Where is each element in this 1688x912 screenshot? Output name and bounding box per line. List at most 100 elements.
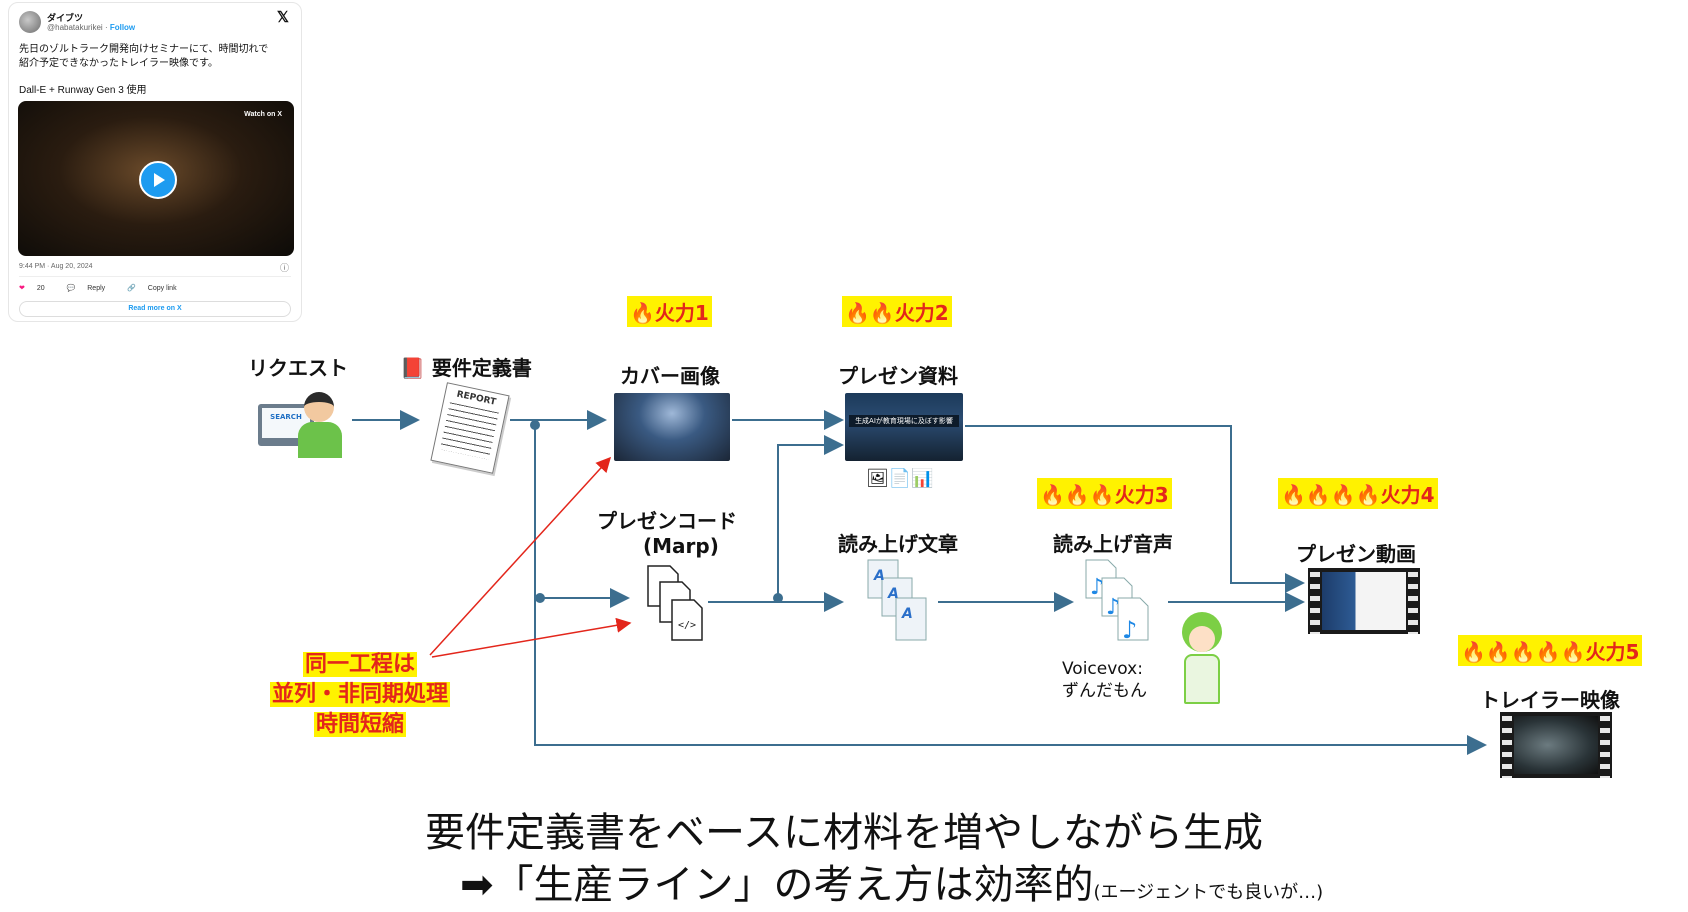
tweet-author-handle: @habatakurikei · Follow — [47, 23, 136, 32]
request-label: リクエスト — [248, 356, 348, 380]
fire-icon: 🔥🔥🔥🔥 — [1281, 483, 1381, 507]
fire-icon: 🔥 — [630, 301, 655, 325]
bottom-conclusion: ➡「生産ライン」の考え方は効率的(エージェントでも良いが…) — [460, 852, 1323, 910]
fire-icon: 🔥🔥🔥 — [1040, 483, 1115, 507]
fire-badge-1-label: 火力1 — [654, 301, 709, 325]
junction-dot — [773, 593, 783, 603]
film-holes-left — [1502, 712, 1512, 778]
bottom-heading: 要件定義書をベースに材料を増やしながら生成 — [425, 810, 1263, 856]
fire-icon: 🔥🔥🔥🔥🔥 — [1461, 640, 1586, 664]
watch-on-x-link[interactable]: Watch on X — [244, 111, 282, 118]
fire-badge-3: 🔥🔥🔥火力3 — [1037, 478, 1172, 509]
speech-bubble-icon: 💬 — [66, 285, 76, 292]
reply-button[interactable]: 💬 Reply — [67, 285, 116, 292]
tweet-text-line-2: 紹介予定できなかったトレイラー映像です。 — [19, 58, 218, 69]
film-holes-right — [1408, 568, 1418, 634]
tweet-actions: ❤ 20 💬 Reply 🔗 Copy link — [19, 284, 197, 292]
red-book-icon: 📕 — [400, 356, 425, 380]
request-illustration: SEARCH — [258, 392, 348, 466]
person-head-icon — [304, 392, 334, 422]
x-logo-icon[interactable]: 𝕏 — [276, 9, 289, 26]
film-holes-right — [1600, 712, 1610, 778]
fire-badge-2-label: 火力2 — [894, 301, 949, 325]
junction-dot — [535, 593, 545, 603]
note-line-3: 時間短縮 — [313, 712, 406, 737]
read-more-button[interactable]: Read more on X — [19, 301, 291, 317]
presentation-video-film-icon — [1308, 568, 1420, 634]
person-body-icon — [298, 422, 342, 458]
link-icon: 🔗 — [127, 285, 136, 292]
arrow-presentation-to-video — [965, 425, 1305, 593]
pdf-file-icon: 📄 — [888, 468, 912, 489]
audio-files-icon: ♪ ♪ ♪ — [1085, 559, 1149, 644]
divider — [19, 276, 291, 277]
fire-icon: 🔥🔥 — [845, 301, 895, 325]
zundamon-character — [1172, 612, 1232, 712]
text-documents-icon: A A A — [867, 559, 927, 641]
heart-icon: ❤ — [19, 285, 25, 292]
fire-badge-5: 🔥🔥🔥🔥🔥火力5 — [1458, 635, 1643, 666]
voicevox-line-2: ずんだもん — [1062, 681, 1147, 701]
copy-link-button[interactable]: 🔗 Copy link — [127, 285, 186, 292]
tweet-text: 先日のゾルトラーク開発向けセミナーにて、時間切れで 紹介予定できなかったトレイラ… — [19, 43, 291, 71]
fire-badge-4-label: 火力4 — [1380, 483, 1435, 507]
film-holes-left — [1310, 568, 1320, 634]
tweet-video[interactable]: Watch on X — [18, 101, 294, 256]
video-frame — [1322, 572, 1406, 630]
report-lines — [439, 402, 499, 460]
fire-badge-5-label: 火力5 — [1585, 640, 1640, 664]
requirements-label: 📕 要件定義書 — [400, 352, 532, 381]
presentation-banner: 生成AIが教育現場に及ぼす影響 — [849, 415, 959, 427]
svg-text:</>: </> — [678, 620, 696, 631]
junction-dot — [530, 420, 540, 430]
trailer-frame — [1514, 716, 1598, 774]
tweet-tools-line: Dall-E + Runway Gen 3 使用 — [19, 85, 147, 96]
like-count: 20 — [36, 285, 45, 292]
tweet-timestamp[interactable]: 9:44 PM · Aug 20, 2024 — [19, 263, 93, 270]
play-icon[interactable] — [139, 161, 177, 199]
svg-text:A: A — [901, 606, 913, 622]
arrow-code-to-presentation — [777, 435, 844, 598]
presentation-label: プレゼン資料 — [838, 364, 958, 388]
bottom-conclusion-main: ➡「生産ライン」の考え方は効率的 — [460, 862, 1094, 908]
avatar[interactable] — [19, 11, 41, 33]
voicevox-line-1: Voicevox: — [1062, 659, 1143, 679]
tweet-handle-text[interactable]: @habatakurikei — [47, 23, 103, 32]
cover-image-thumbnail — [614, 393, 730, 461]
follow-button[interactable]: Follow — [109, 23, 136, 32]
red-arrow-to-cover — [429, 456, 612, 656]
svg-text:♪: ♪ — [1122, 616, 1137, 644]
file-type-icons: 🖼📄📊 — [866, 468, 934, 489]
requirements-text: 要件定義書 — [431, 356, 532, 380]
read-audio-label: 読み上げ音声 — [1053, 532, 1173, 556]
fire-badge-3-label: 火力3 — [1114, 483, 1169, 507]
code-label-line-2: (Marp) — [643, 534, 719, 558]
info-icon[interactable]: ⓘ — [279, 263, 289, 273]
tweet-author-name[interactable]: ダイブツ — [47, 13, 84, 23]
trailer-label: トレイラー映像 — [1480, 688, 1620, 712]
trailer-film-icon — [1500, 712, 1612, 778]
ppt-file-icon: 📊 — [911, 468, 934, 489]
tweet-card: ダイブツ @habatakurikei · Follow 𝕏 先日のゾルトラーク… — [8, 2, 302, 322]
red-arrow-to-code — [431, 617, 632, 658]
code-label-line-1: プレゼンコード — [597, 509, 737, 533]
note-line-1: 同一工程は — [302, 652, 417, 677]
fire-badge-4: 🔥🔥🔥🔥火力4 — [1278, 478, 1438, 509]
presentation-video-label: プレゼン動画 — [1296, 542, 1416, 566]
voicevox-label: Voicevox: ずんだもん — [1062, 658, 1147, 702]
cover-image-label: カバー画像 — [620, 364, 720, 388]
svg-text:♪: ♪ — [1090, 575, 1104, 600]
parallel-processing-note: 同一工程は 並列・非同期処理 時間短縮 — [250, 650, 470, 740]
like-button[interactable]: ❤ 20 — [19, 285, 55, 292]
fire-badge-2: 🔥🔥火力2 — [842, 296, 952, 327]
character-body — [1184, 654, 1220, 704]
reply-label: Reply — [87, 285, 106, 292]
fire-badge-1: 🔥火力1 — [627, 296, 712, 327]
character-face — [1189, 626, 1215, 652]
bottom-conclusion-aside: (エージェントでも良いが…) — [1093, 882, 1324, 903]
copy-link-label: Copy link — [147, 285, 177, 292]
arrow-to-trailer — [534, 425, 1487, 755]
svg-text:A: A — [887, 586, 899, 602]
read-text-label: 読み上げ文章 — [838, 532, 958, 556]
